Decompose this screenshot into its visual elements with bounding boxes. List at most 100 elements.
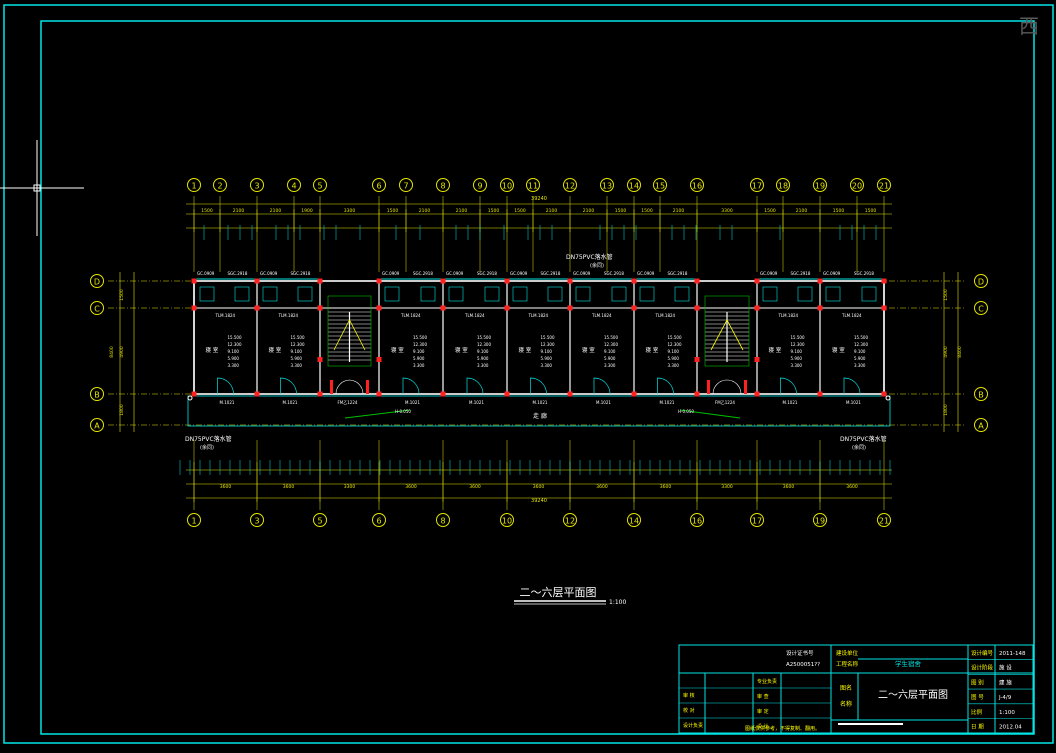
tb-footer-note: 图纸仅供参考，不得复制、翻用。 xyxy=(745,725,820,732)
elevation-value: 9.100 xyxy=(477,349,489,354)
column-marker xyxy=(568,306,573,311)
door-swing xyxy=(281,378,297,394)
room-label: 寝 室 xyxy=(455,346,468,354)
column-marker xyxy=(377,392,382,397)
fixture xyxy=(200,287,214,301)
room-label: 寝 室 xyxy=(582,346,595,354)
overall-dim-top: 39240 xyxy=(531,196,547,202)
axis-label-top: 16 xyxy=(692,182,702,191)
dim-text-top: 1500 xyxy=(387,208,399,214)
elevation-value: 15.500 xyxy=(477,335,491,340)
dim-text-bottom: 3600 xyxy=(660,484,672,490)
door-swing xyxy=(781,378,797,394)
column-marker xyxy=(882,279,887,284)
elevation-value: 9.100 xyxy=(791,349,803,354)
column-marker xyxy=(632,392,637,397)
door-swing xyxy=(467,378,483,394)
elevation-value: 15.500 xyxy=(228,335,242,340)
axis-label-bottom: 19 xyxy=(815,517,825,526)
elevation-value: 3.300 xyxy=(854,363,866,368)
axis-label-bottom: 6 xyxy=(376,517,381,526)
svg-text:FM乙1224: FM乙1224 xyxy=(338,399,358,405)
elevation-value: 12.300 xyxy=(228,342,242,347)
column-marker xyxy=(255,392,260,397)
view-cube-label[interactable]: 西 xyxy=(1019,10,1053,50)
window-tag: SGC.2918 xyxy=(228,271,248,276)
column-marker xyxy=(755,392,760,397)
tb-role-left: 审 核 xyxy=(683,692,695,699)
elevation-value: 3.300 xyxy=(477,363,489,368)
inner-frame xyxy=(41,21,1034,734)
window-tag: SGC.2918 xyxy=(541,271,561,276)
dim-text-bottom: 3600 xyxy=(469,484,481,490)
column-marker xyxy=(255,279,260,284)
column-marker xyxy=(441,306,446,311)
fixture xyxy=(548,287,562,301)
dim-text-top: 2100 xyxy=(583,208,595,214)
dim-text-top: 2100 xyxy=(546,208,558,214)
overall-dim-bottom: 39240 xyxy=(531,498,547,504)
downpipe-note: (余同) xyxy=(852,444,866,451)
dim-text-bottom: 3300 xyxy=(721,484,733,490)
door-tag: M.1021 xyxy=(469,400,484,405)
window-tag: SGC.2918 xyxy=(291,271,311,276)
elevation-value: 12.300 xyxy=(668,342,682,347)
window-tag: TLM.1824 xyxy=(778,313,799,318)
dim-text-top: 3300 xyxy=(344,208,356,214)
axis-label-bottom: 21 xyxy=(879,517,889,526)
window-tag: TLM.1824 xyxy=(215,313,236,318)
axis-label-top: 18 xyxy=(778,182,788,191)
outer-frame xyxy=(4,5,1053,743)
elevation-value: 5.900 xyxy=(228,356,240,361)
dim-text-top: 2100 xyxy=(673,208,685,214)
tb-cert-label: 设计证书号 xyxy=(786,649,814,657)
dim-text-top: 2100 xyxy=(456,208,468,214)
axis-label-bottom: 17 xyxy=(752,517,762,526)
tb-value: J-4/9 xyxy=(998,695,1012,701)
dim-text-top: 1500 xyxy=(615,208,627,214)
dim-text-top: 2100 xyxy=(419,208,431,214)
room-label: 寝 室 xyxy=(769,346,782,354)
column-marker xyxy=(695,306,700,311)
window-tag: TLM.1824 xyxy=(841,313,862,318)
svg-text:FM乙1224: FM乙1224 xyxy=(715,399,735,405)
dim-text-bottom: 3600 xyxy=(596,484,608,490)
tb-drawing-label2: 名称 xyxy=(840,700,852,708)
window-tag: SGC.2918 xyxy=(477,271,497,276)
room-label: 寝 室 xyxy=(832,346,845,354)
fixture xyxy=(263,287,277,301)
tb-value: 1:100 xyxy=(999,710,1015,716)
dim-text-bottom: 3600 xyxy=(220,484,232,490)
window-tag: GC.0909 xyxy=(637,271,655,276)
column-marker xyxy=(255,306,260,311)
side-dim-text: 1500 xyxy=(119,289,125,301)
door-swing xyxy=(658,378,674,394)
column-marker xyxy=(818,306,823,311)
axis-label-top: 14 xyxy=(629,182,639,191)
tb-cert-no: A2500051?? xyxy=(786,662,820,668)
dim-text-top: 1500 xyxy=(833,208,845,214)
elevation-value: 12.300 xyxy=(854,342,868,347)
door-tag: M.1021 xyxy=(283,400,298,405)
elevation-value: 9.100 xyxy=(291,349,303,354)
column-marker xyxy=(695,357,700,362)
fixture xyxy=(385,287,399,301)
column-marker xyxy=(192,306,197,311)
fixture xyxy=(640,287,654,301)
door-tag: M.1021 xyxy=(596,400,611,405)
fixture xyxy=(298,287,312,301)
elevation-value: 5.900 xyxy=(541,356,553,361)
floor-plan: 1234567891011121314151617181920211356810… xyxy=(91,179,988,527)
elevation-value: 9.100 xyxy=(854,349,866,354)
column-marker xyxy=(882,392,887,397)
axis-label-top: 3 xyxy=(254,182,259,191)
elevation-value: 5.900 xyxy=(854,356,866,361)
column-marker xyxy=(318,306,323,311)
dim-text-bottom: 3600 xyxy=(283,484,295,490)
elevation-value: 5.900 xyxy=(668,356,680,361)
tb-project-name: 学生宿舍 xyxy=(895,659,922,668)
crosshair-cursor xyxy=(0,140,84,236)
drawing-title: 二～六层平面图 xyxy=(520,586,597,599)
elevation-value: 3.300 xyxy=(228,363,240,368)
